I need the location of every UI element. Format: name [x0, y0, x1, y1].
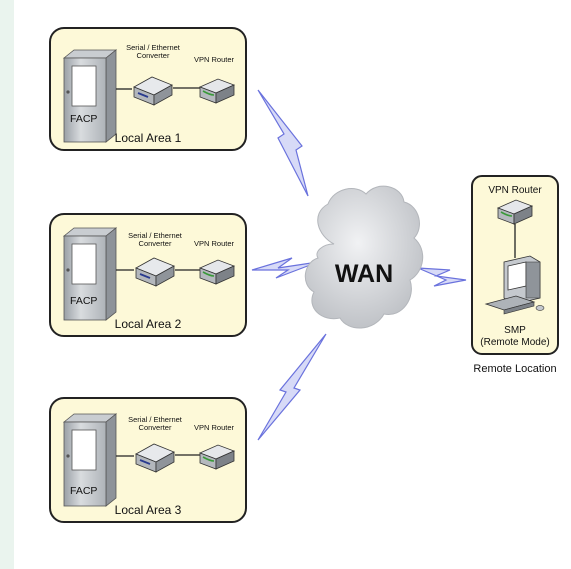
side-strip — [0, 0, 14, 569]
converter-label-line1: Serial / Ethernet — [126, 43, 181, 52]
local-area-label: Local Area 1 — [115, 131, 182, 145]
router-label: VPN Router — [194, 55, 235, 64]
wan-label: WAN — [335, 260, 393, 288]
facp-label: FACP — [70, 295, 97, 307]
lightning-icon — [257, 333, 327, 441]
facp-cabinet-icon — [63, 49, 117, 143]
remote-location-label: Remote Location — [473, 363, 556, 375]
local-area-1-box: FACP Serial / Ethernet Converter VPN Rou… — [49, 27, 247, 151]
computer-icon — [484, 255, 545, 315]
converter-label-line2: Converter — [139, 239, 172, 248]
converter-label-line1: Serial / Ethernet — [128, 415, 183, 424]
lightning-icon — [257, 89, 309, 197]
remote-router-label: VPN Router — [488, 185, 542, 196]
smp-label: SMP — [504, 325, 526, 336]
local-area-label: Local Area 3 — [115, 503, 182, 517]
cloud-icon — [304, 185, 424, 329]
smp-mode-label: (Remote Mode) — [480, 337, 549, 348]
local-area-2-box: FACP Serial / Ethernet Converter VPN Rou… — [49, 213, 247, 337]
local-area-3-box: FACP Serial / Ethernet Converter VPN Rou… — [49, 397, 247, 523]
router-label: VPN Router — [194, 423, 235, 432]
facp-label: FACP — [70, 485, 97, 497]
remote-location-box: VPN Router SMP (Remote Mode) — [471, 175, 559, 355]
converter-label-line2: Converter — [137, 51, 170, 60]
router-label: VPN Router — [194, 239, 235, 248]
lightning-icon — [417, 267, 467, 287]
converter-label-line2: Converter — [139, 423, 172, 432]
converter-label-line1: Serial / Ethernet — [128, 231, 183, 240]
facp-label: FACP — [70, 113, 97, 125]
local-area-label: Local Area 2 — [115, 317, 182, 331]
